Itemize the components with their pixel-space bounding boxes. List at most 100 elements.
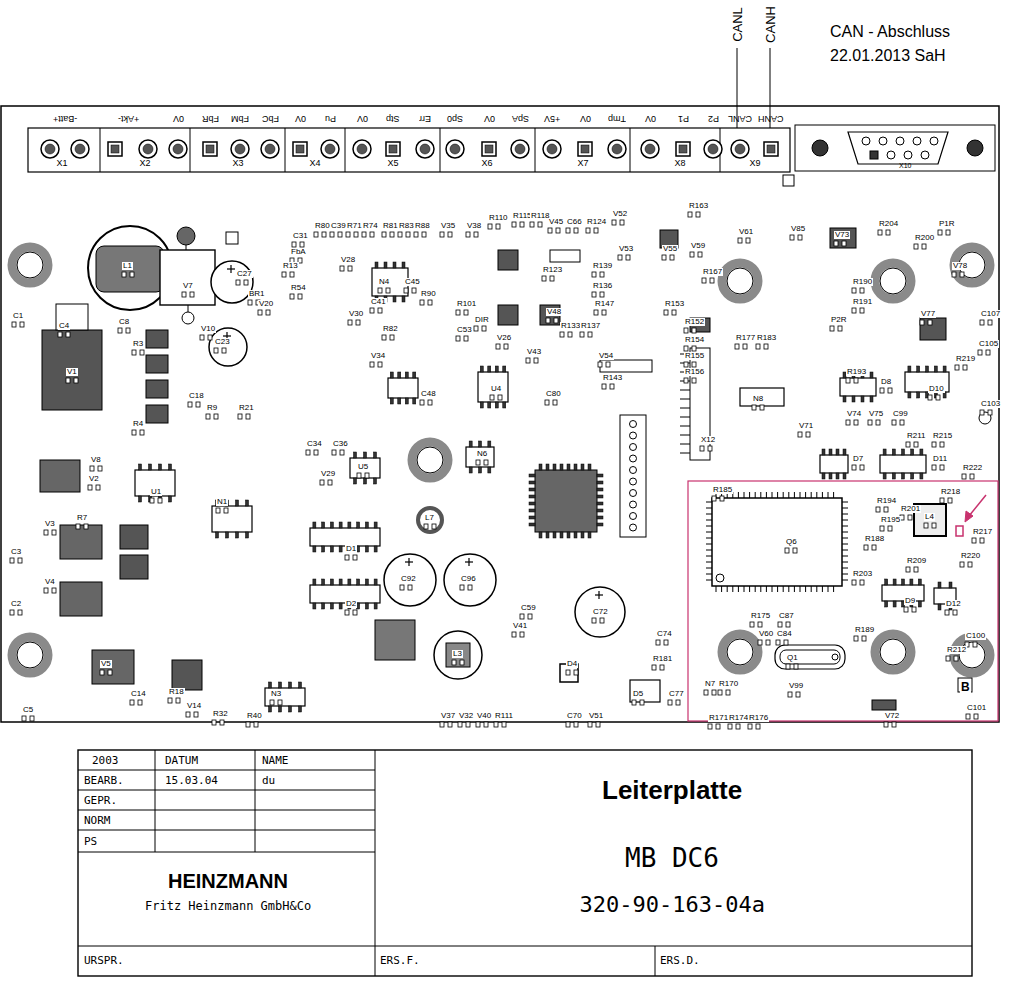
mcu-pin — [738, 586, 739, 592]
mcu-pin — [706, 580, 712, 581]
component-label: R147 — [594, 300, 615, 308]
ic-pin — [322, 603, 325, 609]
ic-pin — [529, 502, 535, 505]
pad — [988, 410, 992, 415]
ic-pin — [488, 467, 491, 473]
pad — [592, 292, 596, 297]
pad — [84, 524, 88, 529]
component-label: R217 — [972, 528, 993, 536]
terminal-screw — [543, 140, 561, 158]
pad — [44, 530, 48, 535]
pad — [790, 235, 794, 240]
pad — [928, 395, 932, 400]
pad — [266, 310, 270, 315]
pad — [332, 450, 336, 455]
ic-pin — [390, 398, 393, 404]
pad — [932, 523, 936, 528]
pad — [10, 558, 14, 563]
mcu-pin — [842, 544, 848, 545]
ic-pin — [330, 522, 333, 528]
mcu-pin — [805, 586, 806, 592]
ic-body — [265, 688, 305, 706]
pad — [22, 716, 26, 721]
ic-body — [905, 372, 949, 392]
mcu-pin — [706, 556, 712, 557]
pad — [592, 618, 596, 623]
pad — [353, 555, 357, 560]
ic-pin — [597, 509, 603, 512]
pad — [612, 220, 616, 225]
pad — [194, 712, 198, 717]
ic-pin — [597, 516, 603, 519]
pad — [978, 350, 982, 355]
pad — [546, 318, 550, 323]
text-label: 22.01.2013 SaH — [830, 48, 946, 64]
ic-pin — [405, 372, 408, 378]
component-label: R181 — [652, 655, 673, 663]
pad — [886, 230, 890, 235]
terminal-label: 0V — [173, 114, 184, 123]
d-sub-pin — [930, 137, 938, 145]
pin-marker — [226, 232, 238, 244]
pad — [440, 232, 444, 237]
text-label: ERS.F. — [380, 955, 420, 966]
title-block-line — [78, 810, 375, 811]
pad — [606, 362, 610, 367]
component-label: R7 — [76, 514, 88, 522]
pad — [946, 230, 950, 235]
pad — [884, 507, 888, 512]
ic-body — [740, 388, 784, 406]
terminal-screw — [446, 140, 464, 158]
mcu-pin — [706, 526, 712, 527]
component-label: V40 — [476, 712, 492, 720]
component-label: R220 — [960, 552, 981, 560]
mcu-pin — [833, 492, 834, 498]
mcu-pin — [744, 586, 745, 592]
pad — [700, 446, 704, 451]
ic-pin — [374, 452, 377, 458]
connector-pin — [680, 408, 690, 409]
ic-pin — [910, 579, 913, 585]
mcu-pin — [706, 502, 712, 503]
pad — [610, 384, 614, 389]
component-label: Q6 — [785, 538, 798, 546]
pad — [838, 326, 842, 331]
pad — [282, 272, 286, 277]
pin-marker — [958, 678, 972, 692]
pad — [716, 724, 720, 729]
ic-pin — [926, 366, 929, 372]
component-label: V59 — [690, 242, 706, 250]
terminal-screw — [482, 142, 496, 156]
component-label: X12 — [700, 436, 716, 444]
pad — [176, 698, 180, 703]
electrolytic-capacitor — [444, 554, 496, 606]
component-label: V85 — [790, 225, 806, 233]
component-label: R152 — [684, 318, 705, 326]
component-label: R171 — [708, 714, 729, 722]
mcu-pin — [706, 562, 712, 563]
pad — [718, 690, 722, 695]
mcu-pin — [777, 586, 778, 592]
ic-pin — [574, 532, 577, 538]
pad — [580, 332, 584, 337]
qfp-chip — [375, 620, 415, 660]
ic-pin — [597, 481, 603, 484]
component-label: C105 — [978, 340, 999, 348]
pad — [560, 332, 564, 337]
pad — [484, 460, 488, 465]
mcu-pin — [842, 532, 848, 533]
component-label: V71 — [798, 422, 814, 430]
pin-marker — [783, 175, 794, 186]
component-label: FbA — [290, 248, 307, 256]
component-label: C1 — [12, 312, 24, 320]
ic-pin — [503, 366, 506, 372]
transistor-tab — [56, 304, 88, 330]
component-label: R211 — [906, 432, 927, 440]
component-label: R155 — [684, 352, 705, 360]
ic-pin — [339, 579, 342, 585]
pad — [520, 614, 524, 619]
terminal-label: 0V — [645, 114, 656, 123]
pad — [464, 310, 468, 315]
terminal-label: CANH — [758, 114, 784, 123]
pad — [798, 432, 802, 437]
